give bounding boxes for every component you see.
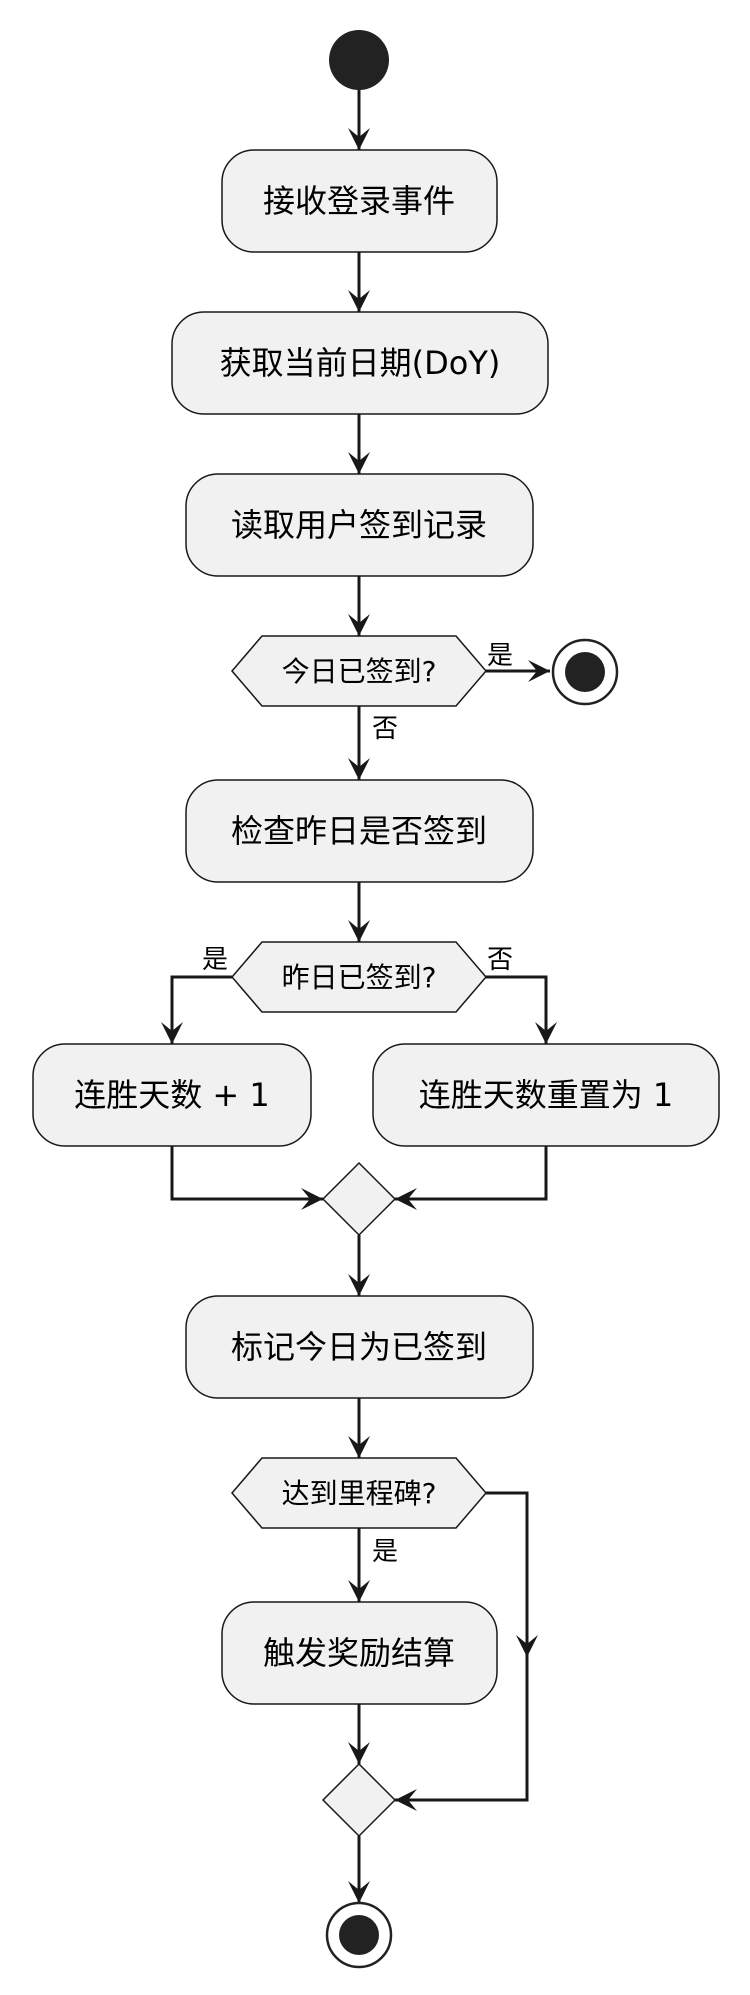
svg-text:昨日已签到?: 昨日已签到? [282, 961, 437, 994]
arrow-head [348, 1881, 370, 1903]
arrow-head [528, 660, 550, 682]
arrow-head [395, 1188, 417, 1210]
decision-signed-yesterday: 昨日已签到? [231, 941, 487, 1013]
arrow-head [348, 1580, 370, 1602]
edge-label-today-no: 否 [372, 714, 398, 744]
action-streak-reset: 连胜天数重置为 1 [372, 1043, 720, 1147]
arrow-head [395, 1789, 417, 1811]
edge-label-today-yes: 是 [487, 641, 513, 671]
arrow-head [348, 128, 370, 150]
svg-text:读取用户签到记录: 读取用户签到记录 [231, 506, 487, 544]
arrow-head [301, 1188, 323, 1210]
svg-text:连胜天数 + 1: 连胜天数 + 1 [74, 1076, 270, 1114]
arrow-head [348, 614, 370, 636]
arrow-head [348, 290, 370, 312]
edge-label-yesterday-no: 否 [487, 945, 513, 975]
action-receive-event: 接收登录事件 [221, 149, 498, 253]
svg-text:连胜天数重置为 1: 连胜天数重置为 1 [419, 1076, 674, 1114]
arrow-head [516, 1635, 538, 1657]
merge-node-streak [321, 1161, 397, 1237]
merge-node-reward [321, 1762, 397, 1838]
arrow-head [348, 1274, 370, 1296]
action-get-date: 获取当前日期(DoY) [171, 311, 549, 415]
action-read-record: 读取用户签到记录 [185, 473, 534, 577]
decision-milestone: 达到里程碑? [231, 1457, 487, 1529]
action-check-yesterday: 检查昨日是否签到 [185, 779, 534, 883]
arrow-head [348, 920, 370, 942]
arrow-head [348, 452, 370, 474]
edge-label-yesterday-yes: 是 [202, 945, 228, 975]
arrow-head [535, 1022, 557, 1044]
end-node-final [325, 1901, 393, 1969]
action-mark-today: 标记今日为已签到 [185, 1295, 534, 1399]
action-trigger-reward: 触发奖励结算 [221, 1601, 498, 1705]
svg-text:标记今日为已签到: 标记今日为已签到 [231, 1328, 487, 1366]
svg-text:达到里程碑?: 达到里程碑? [282, 1477, 437, 1510]
end-node-signed-today [551, 638, 619, 706]
start-node [329, 30, 389, 90]
svg-text:接收登录事件: 接收登录事件 [263, 182, 455, 220]
arrow-head [161, 1022, 183, 1044]
svg-text:检查昨日是否签到: 检查昨日是否签到 [231, 812, 487, 850]
edges [161, 90, 557, 1903]
arrow-head [348, 758, 370, 780]
edge-label-milestone-yes: 是 [372, 1537, 398, 1567]
arrow-head [348, 1742, 370, 1764]
decision-signed-today: 今日已签到? [231, 635, 487, 707]
action-streak-plus-one: 连胜天数 + 1 [32, 1043, 312, 1147]
svg-text:触发奖励结算: 触发奖励结算 [263, 1634, 455, 1672]
svg-text:获取当前日期(DoY): 获取当前日期(DoY) [220, 344, 501, 382]
svg-text:今日已签到?: 今日已签到? [282, 655, 437, 688]
arrow-head [348, 1436, 370, 1458]
